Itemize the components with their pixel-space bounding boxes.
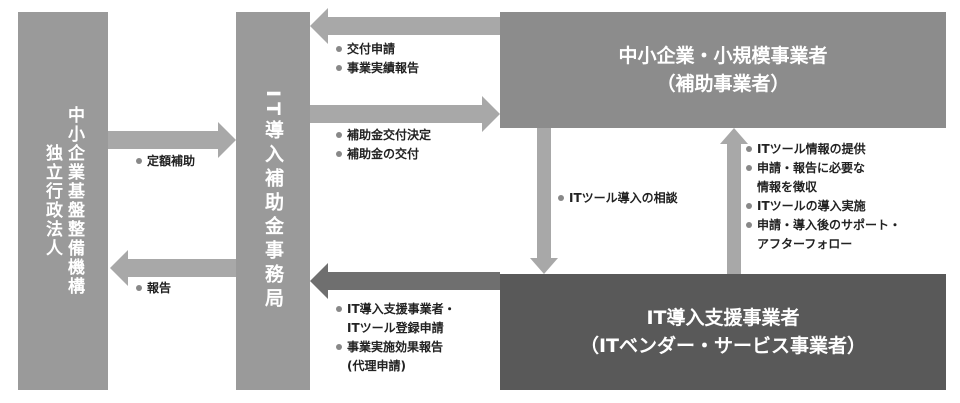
bullet-icon <box>336 131 342 138</box>
sme-line1: 中小企業・小規模事業者 <box>618 45 828 67</box>
vendor-box: IT導入支援事業者 （ITベンダー・サービス事業者） <box>500 274 946 390</box>
label-implement: ITツールの導入実施 <box>757 199 866 213</box>
label-report: 報告 <box>136 279 171 298</box>
bullet-icon <box>336 64 342 71</box>
label-fixed-subsidy: 定額補助 <box>136 152 195 171</box>
label-provide-info: ITツール情報の提供 <box>757 142 866 156</box>
arrow-vendor-apply <box>310 263 500 299</box>
label-proxy: (代理申請) <box>347 359 406 373</box>
label-after-1: 申請・導入後のサポート・ <box>757 218 902 232</box>
label-vendor-apply-2: ITツール登録申請 <box>347 321 444 335</box>
bullet-icon <box>336 343 342 350</box>
sme-box: 中小企業・小規模事業者 （補助事業者） <box>500 12 946 128</box>
office-title: IT導入補助金事務局 <box>262 89 284 313</box>
bullet-icon <box>746 164 752 171</box>
arrow-application <box>310 8 500 44</box>
arrow-consult <box>530 128 558 274</box>
label-grant: 補助金の交付 <box>347 147 420 161</box>
arrow-report <box>110 250 236 286</box>
arrow-decision <box>310 96 500 132</box>
label-vendor-apply-1: IT導入支援事業者・ <box>347 302 456 316</box>
bullet-icon <box>136 284 142 291</box>
label-vendor-group: IT導入支援事業者・ ITツール登録申請 事業実施効果報告 (代理申請) <box>336 300 456 376</box>
label-application-group: 交付申請 事業実績報告 <box>336 40 419 78</box>
label-application: 交付申請 <box>347 42 396 56</box>
vendor-line2: （ITベンダー・サービス事業者） <box>579 335 867 357</box>
label-support-group: ITツール情報の提供 申請・報告に必要な 情報を徴収 ITツールの導入実施 申請… <box>746 140 901 254</box>
label-decision: 補助金交付決定 <box>347 128 432 142</box>
label-necessary-1: 申請・報告に必要な <box>757 161 866 175</box>
label-after-2: アフターフォロー <box>757 237 853 251</box>
label-consult: ITツール導入の相談 <box>558 189 678 208</box>
label-decision-group: 補助金交付決定 補助金の交付 <box>336 126 431 164</box>
office-box: IT導入補助金事務局 <box>236 12 310 390</box>
bullet-icon <box>136 157 142 164</box>
arrow-support <box>720 128 748 274</box>
bullet-icon <box>746 221 752 228</box>
label-effect-report: 事業実施効果報告 <box>347 340 444 354</box>
bullet-icon <box>746 202 752 209</box>
sme-line2: （補助事業者） <box>656 73 790 95</box>
ipa-line2: 中小企業基盤整備機構 <box>64 106 84 296</box>
ipa-box: 独立行政法人 中小企業基盤整備機構 <box>18 12 108 390</box>
bullet-icon <box>336 305 342 312</box>
label-performance-report: 事業実績報告 <box>347 61 420 75</box>
bullet-icon <box>336 150 342 157</box>
bullet-icon <box>336 45 342 52</box>
vendor-line1: IT導入支援事業者 <box>646 307 800 329</box>
bullet-icon <box>746 145 752 152</box>
ipa-line1: 独立行政法人 <box>42 144 62 258</box>
bullet-icon <box>558 194 564 201</box>
arrow-fixed-subsidy <box>108 122 236 158</box>
label-necessary-2: 情報を徴収 <box>757 180 818 194</box>
